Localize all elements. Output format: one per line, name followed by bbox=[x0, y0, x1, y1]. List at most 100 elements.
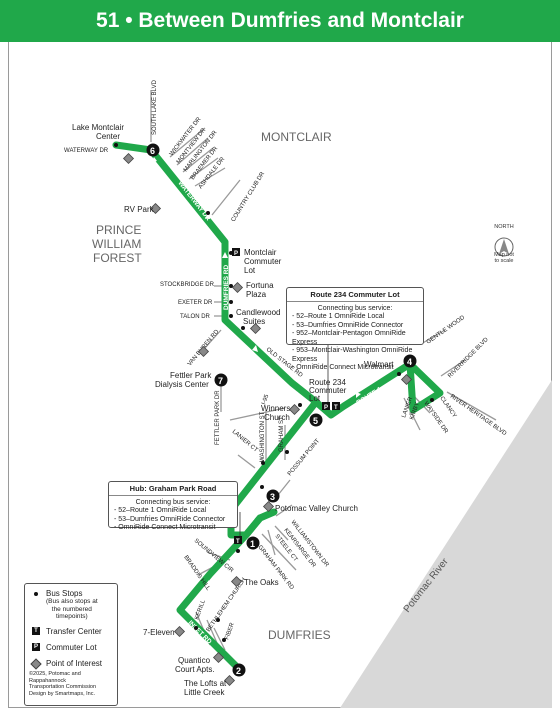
legend-bus-stops-label: Bus Stops bbox=[46, 589, 83, 598]
place-winners-2: Church bbox=[264, 413, 290, 422]
svg-text:5: 5 bbox=[313, 416, 318, 426]
north-arrow bbox=[494, 237, 514, 257]
svg-text:7: 7 bbox=[218, 376, 223, 386]
callout-hub-line: - 53–Dumfries OmniRide Connector bbox=[114, 515, 226, 523]
street-talon: TALON DR bbox=[180, 314, 211, 320]
map-credits: ©2025, Potomac and Rappahannock Transpor… bbox=[29, 671, 117, 697]
svg-text:4: 4 bbox=[407, 357, 412, 367]
place-montclair-lot-2: Commuter bbox=[244, 257, 282, 266]
credit-line-3: Design by Smartmaps, Inc. bbox=[29, 690, 96, 697]
area-montclair: MONTCLAIR bbox=[261, 130, 332, 144]
place-lofts-1: The Lofts at bbox=[184, 679, 227, 688]
place-lake-montclair-1: Lake Montclair bbox=[72, 123, 124, 132]
place-oaks: The Oaks bbox=[244, 578, 279, 587]
street-washington: WASHINGTON ST bbox=[260, 411, 266, 462]
timepoint-7: 7 bbox=[214, 373, 228, 387]
legend-transfer-label: Transfer Center bbox=[46, 627, 102, 636]
north-note-1: Map not bbox=[494, 252, 514, 258]
svg-text:2: 2 bbox=[236, 666, 241, 676]
legend-poi: Point of Interest bbox=[30, 658, 103, 670]
credit-line-1: ©2025, Potomac and Rappahannock bbox=[29, 671, 81, 684]
area-forest-3: FOREST bbox=[93, 251, 142, 265]
legend-poi-label: Point of Interest bbox=[46, 659, 103, 668]
legend-bus-stops: Bus Stops (Bus also stops at the numbere… bbox=[31, 589, 98, 621]
callout-234-line: - 953–Montclair-Washington OmniRide Expr… bbox=[292, 347, 413, 363]
north-label: NORTH bbox=[494, 224, 514, 230]
place-labels: Lake Montclair Center RV Park Montclair … bbox=[72, 123, 394, 697]
transfer-center-hub: T bbox=[234, 536, 242, 545]
map-legend: Bus Stops (Bus also stops at the numbere… bbox=[24, 583, 118, 706]
street-country-club: COUNTRY CLUB DR bbox=[231, 171, 267, 223]
commuter-lot-234: P T bbox=[322, 402, 340, 411]
poi-markers bbox=[122, 152, 413, 687]
map-frame bbox=[8, 42, 552, 708]
place-rv-park: RV Park bbox=[124, 205, 155, 214]
street-exeter: EXETER DR bbox=[178, 300, 213, 306]
street-south-lake: SOUTH LAKE BLVD bbox=[152, 79, 158, 135]
place-234-lot-3: Lot bbox=[309, 394, 321, 403]
north-indicator: NORTH Map not to scale bbox=[484, 224, 524, 264]
legend-lot: P Commuter Lot bbox=[31, 643, 97, 652]
timepoint-6: 6 bbox=[146, 143, 160, 157]
transfer-center-icon: T bbox=[32, 627, 40, 635]
callout-234-title: Route 234 Commuter Lot bbox=[287, 288, 423, 302]
street-riverridge: RIVERRIDGE BLVD bbox=[447, 336, 490, 379]
street-i95: I-95 bbox=[261, 393, 270, 405]
place-fettler-1: Fettler Park bbox=[170, 371, 212, 380]
place-montclair-lot-1: Montclair bbox=[244, 248, 277, 257]
timepoint-4: 4 bbox=[403, 354, 417, 368]
road-label-dumfries-2: DUMFRIES RD bbox=[223, 265, 230, 310]
callout-234-line: - 53–Dumfries OmniRide Connector bbox=[292, 321, 404, 329]
place-winners-1: Winners bbox=[261, 404, 290, 413]
place-seven-eleven: 7-Eleven bbox=[143, 628, 175, 637]
commuter-lot-montclair: P bbox=[232, 248, 240, 257]
callout-route234: Route 234 Commuter Lot Connecting bus se… bbox=[286, 287, 424, 371]
street-graham-st: GRAHAM ST bbox=[279, 416, 285, 452]
place-montclair-lot-3: Lot bbox=[244, 266, 256, 275]
place-candlewood-2: Suites bbox=[243, 317, 265, 326]
legend-lot-label: Commuter Lot bbox=[46, 643, 97, 652]
callout-234-line: - 52–Route 1 OmniRide Local bbox=[292, 313, 385, 320]
area-forest-1: PRINCE bbox=[96, 223, 141, 237]
street-waterway: WATERWAY DR bbox=[64, 148, 109, 154]
legend-bus-note-1: (Bus also stops at bbox=[46, 598, 98, 605]
timepoint-2: 2 bbox=[232, 663, 246, 677]
credit-line-2: Transportation Commission bbox=[29, 684, 97, 690]
place-lake-montclair-2: Center bbox=[96, 132, 120, 141]
point-of-interest-icon bbox=[30, 658, 42, 670]
area-forest-2: WILLIAM bbox=[92, 237, 141, 251]
route-header: 51 • Between Dumfries and Montclair bbox=[0, 0, 560, 42]
place-quantico-1: Quantico bbox=[178, 656, 211, 665]
north-note-2: to scale bbox=[494, 258, 514, 264]
svg-text:P: P bbox=[234, 251, 238, 257]
street-river-heritage: RIVER HERITAGE BLVD bbox=[449, 394, 508, 438]
bus-stop-icon bbox=[34, 592, 38, 596]
place-walmart: Walmart bbox=[364, 360, 394, 369]
street-lanier-ct: LANIER CT bbox=[231, 429, 259, 454]
callout-234-subtitle: Connecting bus service: bbox=[317, 305, 393, 312]
place-candlewood-1: Candlewood bbox=[236, 308, 280, 317]
callout-hub-line: - 52–Route 1 OmniRide Local bbox=[114, 507, 207, 514]
svg-text:1: 1 bbox=[250, 539, 255, 549]
timepoint-3: 3 bbox=[266, 489, 280, 503]
legend-bus-note-2: the numbered bbox=[51, 605, 92, 613]
area-dumfries: DUMFRIES bbox=[268, 628, 331, 642]
street-fiber: FIBER bbox=[224, 621, 236, 640]
route-title: 51 • Between Dumfries and Montclair bbox=[96, 9, 464, 32]
place-quantico-2: Court Apts. bbox=[175, 665, 215, 674]
svg-text:3: 3 bbox=[270, 492, 275, 502]
place-lofts-2: Little Creek bbox=[184, 688, 225, 697]
legend-bus-note-3: timepoints) bbox=[55, 613, 88, 620]
svg-text:6: 6 bbox=[150, 146, 155, 156]
callout-234-line: - OmniRide Connect Microtransit bbox=[292, 364, 394, 371]
svg-text:T: T bbox=[236, 539, 240, 545]
potomac-river bbox=[340, 380, 552, 708]
svg-text:P: P bbox=[324, 405, 328, 411]
timepoint-1: 1 bbox=[246, 536, 260, 550]
place-fortuna-2: Plaza bbox=[246, 290, 267, 299]
direction-arrows bbox=[151, 157, 361, 586]
callout-hub-line: - OmniRide Connect Microtransit bbox=[114, 524, 216, 531]
place-fettler-2: Dialysis Center bbox=[155, 380, 209, 389]
street-fettler: FETTLER PARK DR bbox=[215, 390, 221, 445]
